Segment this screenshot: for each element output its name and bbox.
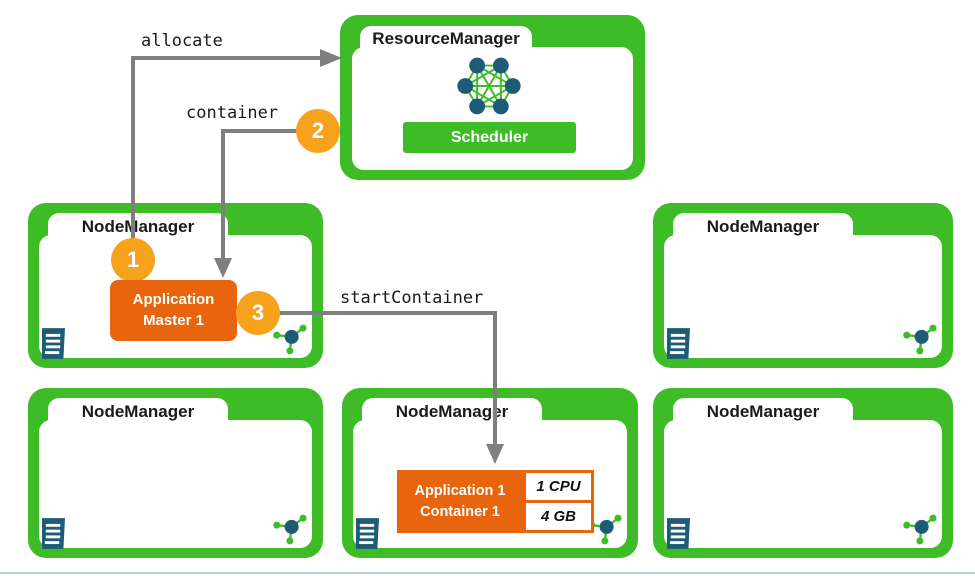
node-manager-title: NodeManager — [673, 398, 853, 423]
container-label: container — [186, 103, 279, 123]
node-manager-box-5: NodeManager — [653, 388, 953, 558]
step-badge-1: 1 — [111, 238, 155, 282]
network-mesh-icon — [457, 57, 521, 115]
start-container-label: startContainer — [340, 288, 484, 308]
bottom-divider — [0, 572, 975, 574]
log-document-icon — [42, 518, 65, 549]
log-document-icon — [667, 328, 690, 359]
application-container-label: Application 1 Container 1 — [414, 483, 506, 520]
node-manager-title: NodeManager — [362, 398, 542, 423]
application-master-line2: Master 1 — [143, 311, 204, 329]
allocate-arrowhead — [320, 49, 342, 67]
node-manager-title: NodeManager — [673, 213, 853, 238]
allocate-label: allocate — [141, 31, 223, 51]
node-manager-box-3: NodeManager — [28, 388, 323, 558]
log-document-icon — [42, 328, 65, 359]
resource-manager-box: ResourceManager Scheduler — [340, 15, 645, 180]
application-container-box: Application 1 Container 1 1 CPU 4 GB — [397, 470, 594, 533]
node-manager-box-4: NodeManager Application 1 Container 1 1 … — [342, 388, 638, 558]
node-molecule-icon — [903, 514, 937, 545]
application-master-box: Application Master 1 — [110, 280, 237, 341]
node-manager-box-2: NodeManager — [653, 203, 953, 368]
application-master-line1: Application — [132, 291, 215, 309]
cpu-cell: 1 CPU — [526, 473, 591, 500]
node-manager-title: NodeManager — [48, 398, 228, 423]
node-molecule-icon — [273, 324, 307, 355]
node-molecule-icon — [903, 324, 937, 355]
node-manager-box-1: NodeManager 1 Application Master 1 3 — [28, 203, 323, 368]
node-manager-title: NodeManager — [48, 213, 228, 238]
node-molecule-icon — [273, 514, 307, 545]
step-badge-3: 3 — [236, 291, 280, 335]
scheduler-button: Scheduler — [403, 122, 576, 153]
container-resources: 1 CPU 4 GB — [523, 470, 594, 533]
log-document-icon — [667, 518, 690, 549]
log-document-icon — [356, 518, 379, 549]
memory-cell: 4 GB — [526, 503, 591, 530]
resource-manager-title: ResourceManager — [360, 26, 532, 50]
step-badge-2: 2 — [296, 109, 340, 153]
